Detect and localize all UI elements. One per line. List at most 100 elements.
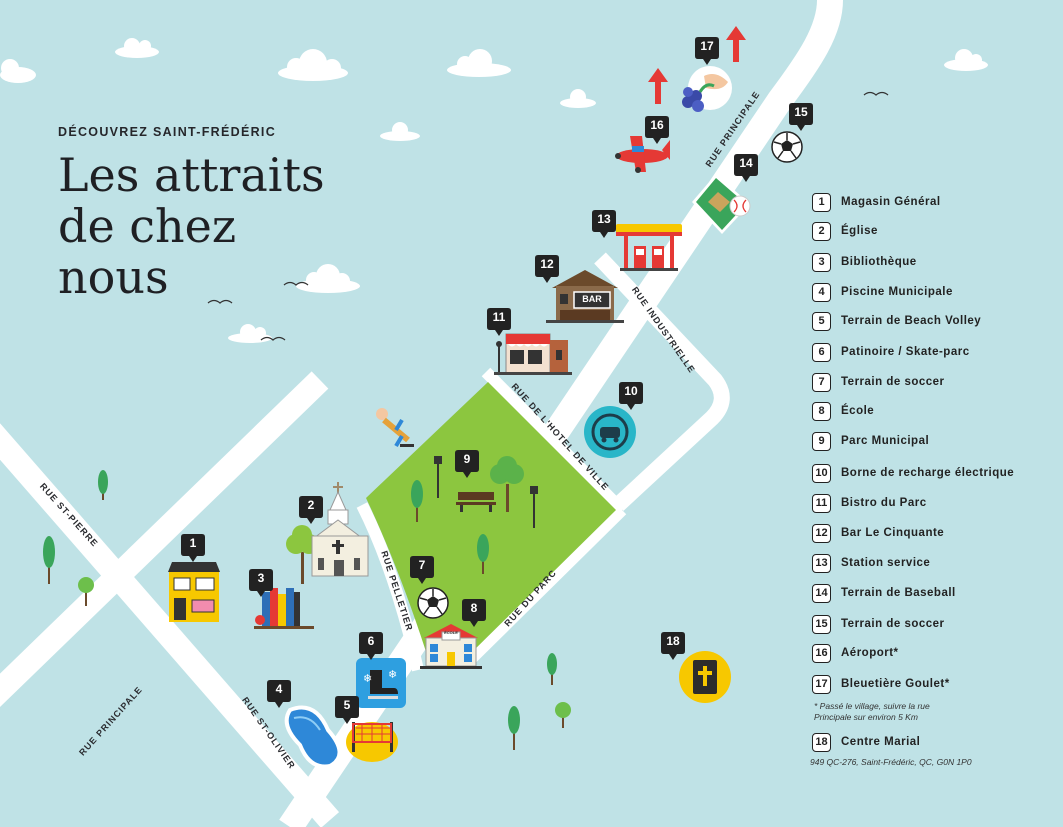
marker-number: 12 [540, 257, 554, 271]
legend-number: 6 [812, 342, 831, 362]
church-icon [311, 482, 369, 577]
bar-icon [546, 270, 624, 323]
legend-item-3[interactable]: 3 Bibliothèque [812, 252, 917, 272]
legend-label: Bibliothèque [841, 256, 917, 268]
cloud [115, 38, 159, 58]
marker-3[interactable]: 3 [248, 567, 274, 599]
marker-number: 8 [470, 601, 478, 615]
marker-2[interactable]: 2 [298, 494, 324, 526]
cloud [944, 49, 988, 71]
marker-number: 4 [275, 682, 283, 696]
birds [207, 91, 889, 341]
road-rue-industrielle [594, 252, 730, 511]
marker-9[interactable]: 9 [454, 448, 480, 480]
tree-icon [98, 470, 108, 500]
marker-13[interactable]: 13 [591, 208, 617, 240]
legend-label: Terrain de Baseball [841, 587, 956, 599]
svg-text:❄: ❄ [363, 672, 372, 685]
park-furniture [434, 456, 538, 528]
legend-label: Parc Municipal [841, 435, 930, 447]
legend-label: Bistro du Parc [841, 497, 927, 509]
marker-5[interactable]: 5 [334, 694, 360, 726]
marker-6[interactable]: 6 [358, 630, 384, 662]
title-line-2: de chez [58, 199, 237, 253]
general-store-icon [168, 562, 220, 622]
marker-8[interactable]: 8 [461, 597, 487, 629]
legend-label: Église [841, 225, 878, 237]
trees [43, 456, 571, 750]
road-rue-du-parc [465, 505, 627, 665]
legend-label: Bleuetière Goulet* [841, 678, 950, 690]
legend-number: 4 [812, 282, 831, 302]
skater-person-icon [376, 408, 414, 448]
marker-7[interactable]: 7 [409, 554, 435, 586]
marker-12[interactable]: 12 [534, 253, 560, 285]
tree-icon [411, 480, 423, 522]
road-rue-pelletier [356, 502, 424, 672]
tree-icon [43, 536, 55, 584]
baseball-field-icon [692, 174, 751, 234]
legend-number: 5 [812, 311, 831, 331]
marker-11[interactable]: 11 [486, 306, 512, 338]
marker-number: 7 [418, 558, 426, 572]
tree-icon [490, 456, 524, 512]
cloud [278, 49, 348, 81]
ev-charging-icon [584, 406, 636, 458]
marker-16[interactable]: 16 [644, 114, 670, 146]
marker-17[interactable]: 17 [694, 35, 720, 67]
legend-item-7[interactable]: 7 Terrain de soccer [812, 372, 945, 392]
marker-number: 9 [463, 452, 471, 466]
arrow-up-icon [648, 68, 668, 104]
legend-label: Centre Marial [841, 736, 921, 748]
legend-item-17[interactable]: 17 Bleuetière Goulet* [812, 674, 950, 694]
legend-number: 17 [812, 674, 831, 694]
roads [0, 0, 843, 827]
bar-sign: BAR [582, 294, 602, 304]
cloud [447, 49, 511, 77]
legend-label: Bar Le Cinquante [841, 527, 945, 539]
blueberries-icon [682, 66, 732, 112]
marker-14[interactable]: 14 [733, 152, 759, 184]
clouds [0, 38, 988, 343]
airplane-icon [615, 136, 670, 173]
marker-18[interactable]: 18 [660, 630, 686, 662]
marker-10[interactable]: 10 [618, 380, 644, 412]
address-text: 949 QC-276, Saint-Frédéric, QC, G0N 1P0 [810, 757, 972, 767]
marker-number: 17 [700, 39, 714, 53]
marker-1[interactable]: 1 [180, 532, 206, 564]
tree-icon [508, 706, 520, 750]
beach-volley-icon [346, 722, 398, 762]
soccer-ball-icon [771, 131, 803, 163]
marker-4[interactable]: 4 [266, 678, 292, 710]
legend-number: 1 [812, 192, 831, 212]
marker-number: 5 [343, 698, 351, 712]
legend-label: Aéroport* [841, 647, 899, 659]
legend-number: 3 [812, 252, 831, 272]
cloud [0, 59, 36, 83]
legend-label: Terrain de soccer [841, 376, 945, 388]
tree-icon [286, 525, 319, 584]
cloud [296, 264, 360, 293]
marker-number: 3 [257, 571, 265, 585]
legend-number: 7 [812, 372, 831, 392]
legend-number: 14 [812, 583, 831, 603]
legend-item-14[interactable]: 14 Terrain de Baseball [812, 583, 956, 603]
title-line-1: Les attraits [58, 148, 325, 202]
marker-15[interactable]: 15 [788, 101, 814, 133]
legend-label: École [841, 405, 875, 417]
